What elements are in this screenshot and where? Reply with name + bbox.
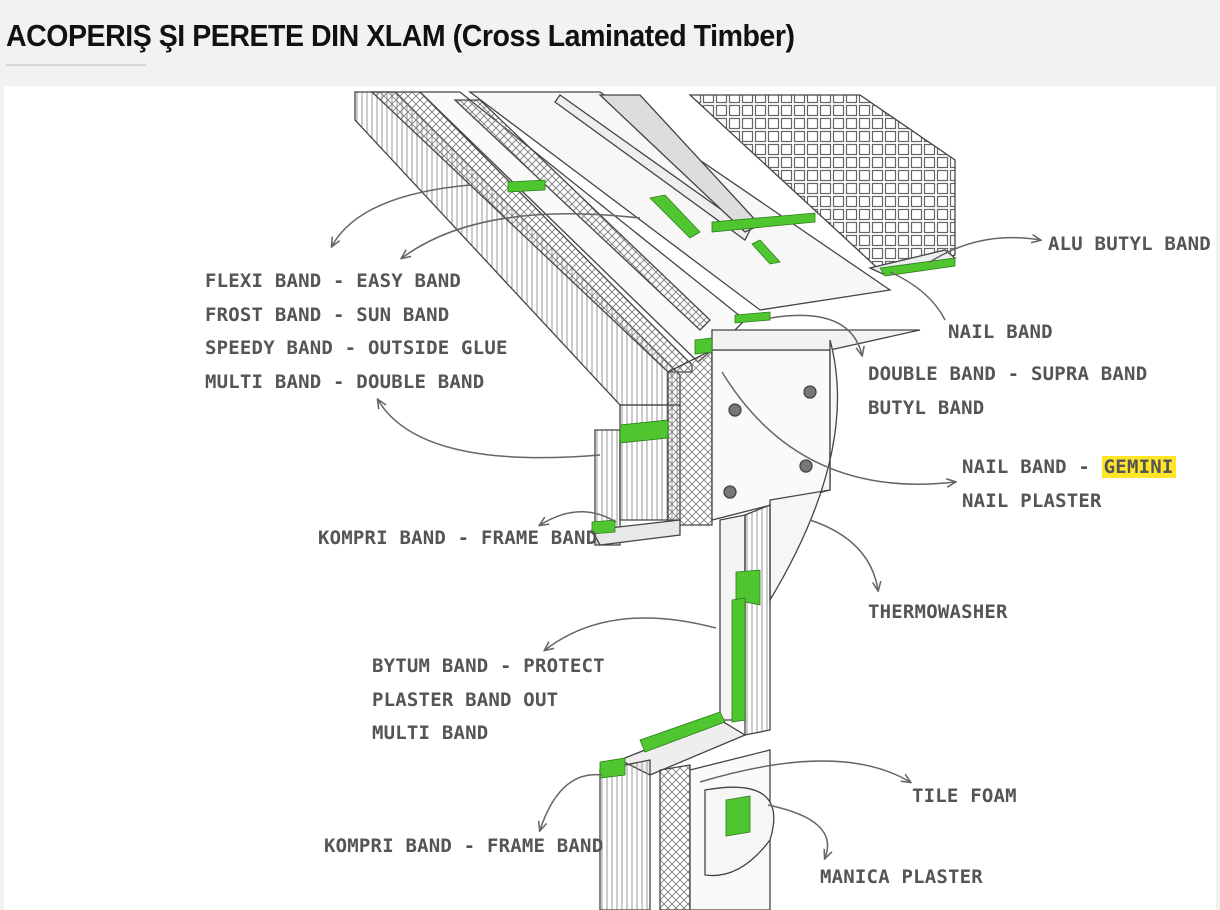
- label-line: TILE FOAM: [912, 785, 1017, 807]
- label-thermowasher: THERMOWASHER: [868, 596, 1008, 630]
- label-line: NAIL BAND - GEMINI: [962, 451, 1176, 485]
- label-line: KOMPRI BAND - FRAME BAND: [318, 527, 598, 549]
- page-title: ACOPERIŞ ŞI PERETE DIN XLAM (Cross Lamin…: [6, 18, 795, 53]
- label-line: KOMPRI BAND - FRAME BAND: [324, 835, 604, 857]
- label-line: DOUBLE BAND - SUPRA BAND: [868, 363, 1148, 385]
- label-nail-band-gemini: NAIL BAND - GEMINI NAIL PLASTER: [962, 451, 1176, 518]
- label-bytum-band-group: BYTUM BAND - PROTECT PLASTER BAND OUT MU…: [372, 650, 605, 751]
- label-alu-butyl-band: ALU BUTYL BAND: [1048, 228, 1211, 262]
- label-line: NAIL BAND: [948, 321, 1053, 343]
- highlighted-gemini: GEMINI: [1101, 456, 1176, 478]
- wall-assembly: [599, 504, 775, 910]
- label-kompri-band-bottom: KOMPRI BAND - FRAME BAND: [324, 830, 603, 864]
- label-line: MULTI BAND - DOUBLE BAND: [205, 370, 485, 393]
- label-flexi-band-group: FLEXI BAND - EASY BAND FROST BAND - SUN …: [205, 265, 508, 399]
- label-line: NAIL PLASTER: [962, 489, 1102, 512]
- label-double-band-group: DOUBLE BAND - SUPRA BAND BUTYL BAND: [868, 358, 1147, 425]
- label-line: BUTYL BAND: [868, 396, 985, 419]
- label-prefix: NAIL BAND -: [962, 456, 1102, 478]
- label-line: THERMOWASHER: [868, 601, 1008, 623]
- label-manica-plaster: MANICA PLASTER: [820, 861, 983, 895]
- label-line: ALU BUTYL BAND: [1048, 233, 1211, 255]
- green-tapes: [507, 179, 956, 837]
- label-line: MANICA PLASTER: [820, 866, 983, 888]
- header: ACOPERIŞ ŞI PERETE DIN XLAM (Cross Lamin…: [0, 0, 1220, 86]
- label-kompri-band-top: KOMPRI BAND - FRAME BAND: [318, 522, 597, 556]
- label-line: FROST BAND - SUN BAND: [205, 303, 450, 326]
- label-line: SPEEDY BAND - OUTSIDE GLUE: [205, 337, 508, 359]
- label-line: PLASTER BAND OUT: [372, 688, 559, 711]
- label-line: FLEXI BAND - EASY BAND: [205, 270, 462, 292]
- label-line: BYTUM BAND - PROTECT: [372, 655, 605, 677]
- label-tile-foam: TILE FOAM: [912, 780, 1017, 814]
- label-nail-band: NAIL BAND: [948, 316, 1053, 350]
- title-underline: [6, 64, 146, 66]
- leader-lines: [332, 184, 1040, 858]
- label-line: MULTI BAND: [372, 722, 489, 744]
